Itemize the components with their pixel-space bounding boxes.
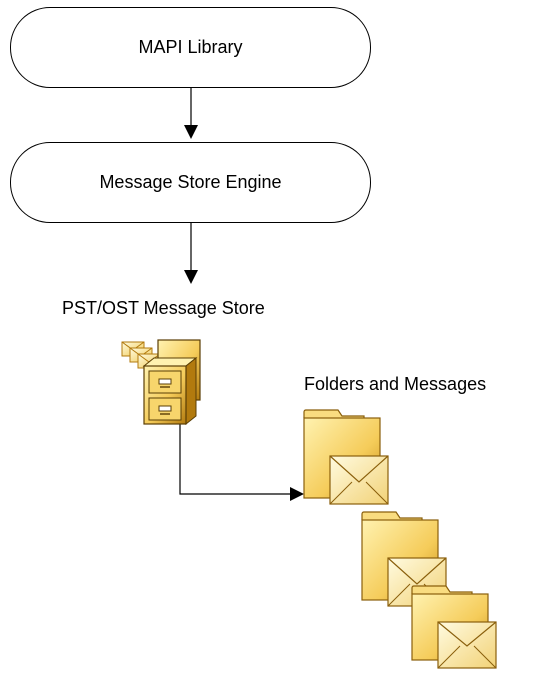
mapi-library-node: MAPI Library <box>10 7 371 88</box>
message-store-engine-node: Message Store Engine <box>10 142 371 223</box>
message-store-label: PST/OST Message Store <box>62 298 265 318</box>
message-store-engine-label: Message Store Engine <box>99 172 282 192</box>
folder-message-icon-1 <box>303 409 389 505</box>
folders-and-messages-label: Folders and Messages <box>304 374 487 394</box>
mapi-library-label: MAPI Library <box>138 37 243 57</box>
arrow-store-to-folders <box>179 420 304 501</box>
cabinet-body <box>142 356 198 426</box>
filing-cabinet-icon <box>121 339 201 426</box>
folder-message-icon-3 <box>411 585 497 669</box>
